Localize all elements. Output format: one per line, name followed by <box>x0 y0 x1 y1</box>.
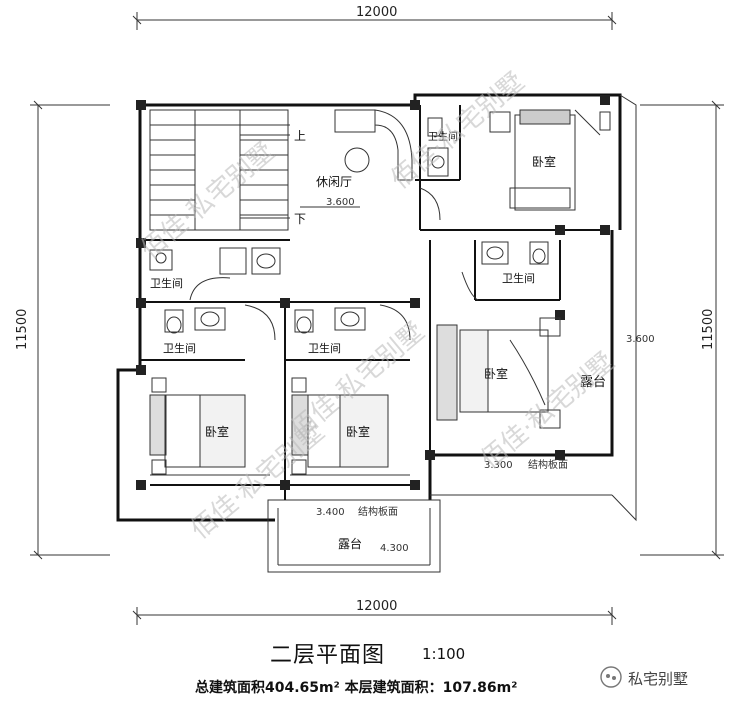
level-lounge: 3.600 <box>326 197 355 208</box>
room-label-bedroom-mid: 卧室 <box>346 424 370 439</box>
room-label-bedroom-left: 卧室 <box>205 424 229 439</box>
room-label-bath-top: 卫生间 <box>428 130 458 143</box>
level-roof-right-note: 结构板面 <box>528 458 568 471</box>
area-summary: 总建筑面积404.65m² 本层建筑面积：107.86m² <box>195 680 518 696</box>
level-terrace-right: 3.600 <box>626 334 655 345</box>
main-bedroom-furniture <box>436 317 561 429</box>
staircase <box>149 109 290 231</box>
room-label-terrace-bottom: 露台 <box>338 536 362 551</box>
drawing-scale: 1:100 <box>422 645 466 663</box>
level-roof-right: 3.300 <box>484 460 513 471</box>
center-bath-fixtures <box>294 304 411 341</box>
mid-bath-fixtures <box>461 241 549 301</box>
room-label-bath-left: 卫生间 <box>150 276 183 290</box>
room-label-bath-left2: 卫生间 <box>163 341 196 355</box>
room-label-bath-mid: 卫生间 <box>502 271 535 285</box>
stair-down-label: 下 <box>294 212 306 226</box>
dim-bottom-width: 12000 <box>356 599 397 614</box>
level-roof-bottom-note: 结构板面 <box>358 505 398 518</box>
stair-up-label: 上 <box>294 129 306 143</box>
room-label-bath-center: 卫生间 <box>308 341 341 355</box>
left-bedroom-furniture <box>149 377 270 476</box>
dim-right-height: 11500 <box>701 309 716 350</box>
brand-name: 私宅别墅 <box>628 670 689 688</box>
dim-left-height: 11500 <box>15 309 30 350</box>
mid-bedroom-furniture <box>290 377 410 476</box>
room-label-bedroom-main: 卧室 <box>484 366 508 381</box>
left-bath-fixtures <box>149 247 281 341</box>
lounge-furniture <box>300 109 441 221</box>
dimension-lines <box>30 12 724 625</box>
level-roof-bottom: 3.400 <box>316 507 345 518</box>
level-terrace-bottom: 4.300 <box>380 543 409 554</box>
dim-top-width: 12000 <box>356 5 397 20</box>
structural-columns <box>136 95 610 490</box>
watermark: 佰佳·私宅别墅 <box>385 67 530 196</box>
drawing-title: 二层平面图 <box>270 643 386 668</box>
top-right-fixtures <box>427 109 611 211</box>
room-label-lounge: 休闲厅 <box>316 175 352 189</box>
room-label-bedroom-top: 卧室 <box>532 154 556 169</box>
wechat-icon <box>600 666 622 688</box>
room-label-terrace-right: 露台 <box>580 375 606 390</box>
watermark: 佰佳·私宅别墅 <box>135 137 280 266</box>
exterior-walls <box>116 93 637 573</box>
